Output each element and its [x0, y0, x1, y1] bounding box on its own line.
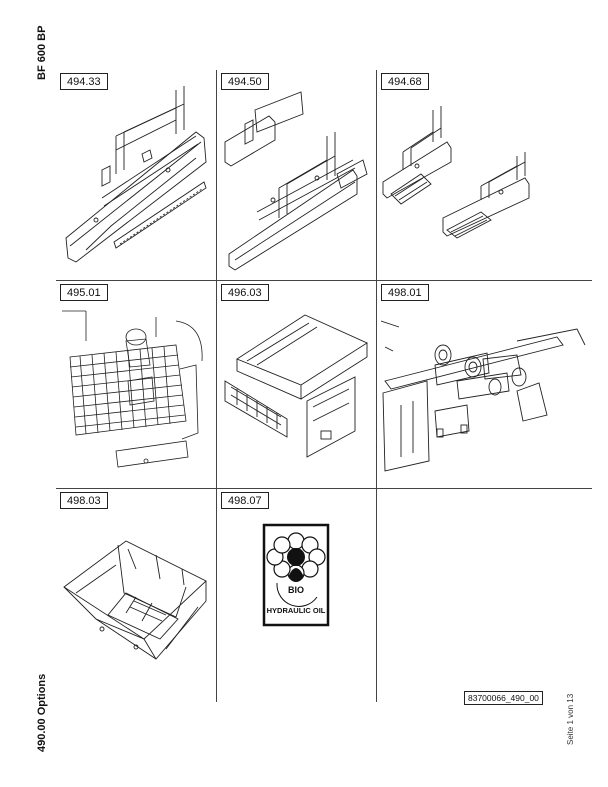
part-cell-494-50[interactable]: 494.50: [217, 70, 376, 280]
side-plate-extension-drawing: [224, 91, 368, 271]
part-number-label: 494.68: [381, 73, 429, 90]
hydraulic-cylinder-drawing: [380, 320, 586, 472]
platform-grid-drawing: [62, 310, 203, 468]
grid-divider: [376, 70, 377, 702]
part-cell-498-01[interactable]: 498.01: [377, 281, 592, 488]
bio-oil-logo: BIO HYDRAULIC OIL: [262, 523, 330, 627]
grid-divider: [56, 280, 592, 281]
end-plate-drawing: [382, 106, 530, 239]
part-number-label: 498.03: [60, 492, 108, 509]
part-number-label: 494.50: [221, 73, 269, 90]
part-cell-495-01[interactable]: 495.01: [56, 281, 216, 488]
part-cell-498-03[interactable]: 498.03: [56, 489, 216, 702]
part-number-label: 494.33: [60, 73, 108, 90]
part-cell-498-07[interactable]: 498.07 BIO HYDRAULIC OIL: [217, 489, 376, 702]
part-cell-494-33[interactable]: 494.33: [56, 70, 216, 280]
document-reference: 83700066_490_00: [464, 691, 543, 705]
hydraulic-oil-text: HYDRAULIC OIL: [267, 606, 326, 615]
grid-divider: [56, 488, 592, 489]
roof-cover-drawing: [224, 314, 368, 458]
section-title: 490.00 Options: [36, 673, 48, 752]
hopper-drawing: [63, 540, 207, 660]
part-number-label: 496.03: [221, 284, 269, 301]
part-number-label: 498.01: [381, 284, 429, 301]
part-number-label: 495.01: [60, 284, 108, 301]
hopper-side-plate-drawing: [65, 86, 207, 263]
empty-cell: [377, 489, 592, 702]
model-title: BF 600 BP: [36, 25, 48, 80]
part-cell-494-68[interactable]: 494.68: [377, 70, 592, 280]
part-number-label: 498.07: [221, 492, 269, 509]
bio-word: BIO: [288, 585, 304, 595]
grid-divider: [216, 70, 217, 702]
part-cell-496-03[interactable]: 496.03: [217, 281, 376, 488]
